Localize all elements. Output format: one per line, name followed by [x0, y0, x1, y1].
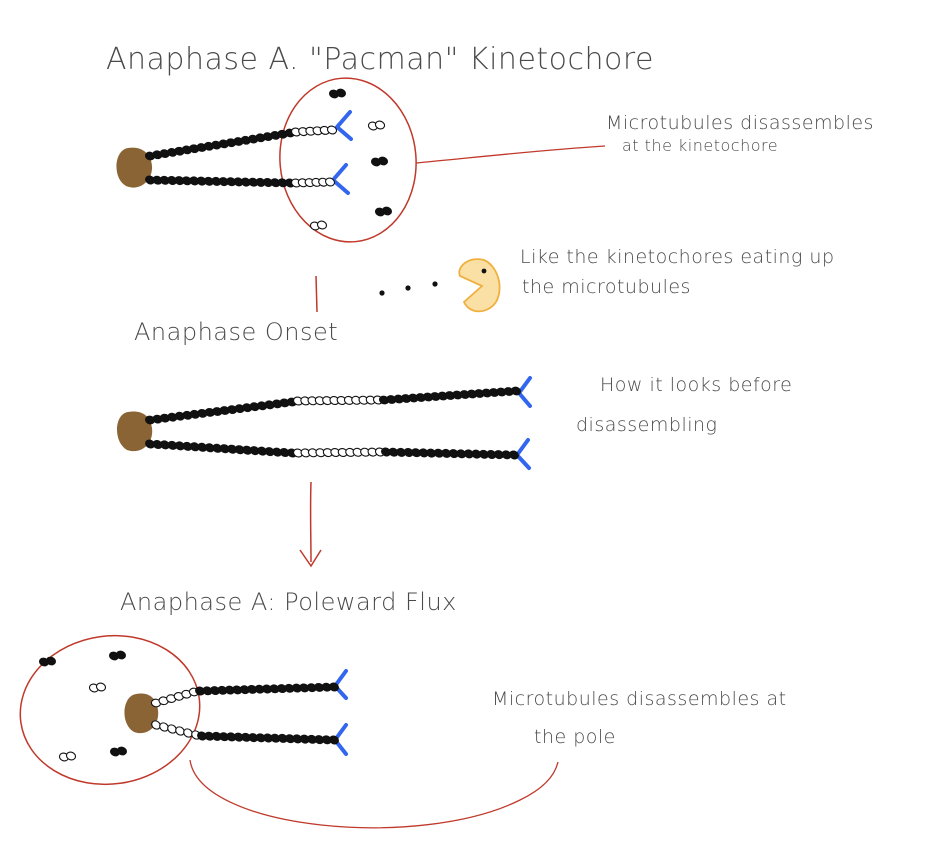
ellipsis-dot: [432, 281, 437, 286]
eating-note-line2: the microtubules: [522, 276, 691, 298]
pole-disassembly-circle: [11, 624, 210, 796]
kinetochore-4: [517, 440, 529, 468]
eating-note-line1: Like the kinetochores eating up: [520, 246, 835, 268]
before-note-line1: How it looks before: [600, 374, 792, 396]
kinetochore-disassembly-circle: [273, 72, 423, 247]
onset-title: Anaphase Onset: [134, 318, 338, 346]
before-note-line2: disassembling: [576, 414, 717, 436]
ellipsis-dot: [379, 290, 384, 295]
pole-callout-line: [190, 760, 558, 828]
flux-note-line2: the pole: [534, 726, 616, 748]
pacman-title: Anaphase A. "Pacman" Kinetochore: [106, 42, 654, 77]
onset-connector-line: [316, 276, 317, 312]
flux-title: Anaphase A: Poleward Flux: [120, 588, 457, 616]
pacman-icon: [459, 259, 499, 311]
kinetochore-callout-line: [416, 146, 605, 163]
ellipsis-dot: [405, 285, 410, 290]
kinetochore-2: [333, 165, 348, 193]
pacman-eye: [482, 269, 487, 274]
kinetochore-1: [337, 112, 351, 139]
microtubule-layer: [38, 88, 521, 762]
pacman-note-line2: at the kinetochore: [622, 136, 778, 155]
pacman-note-line1: Microtubules disassembles: [606, 112, 874, 134]
flux-note-line1: Microtubules disassembles at: [492, 688, 787, 710]
